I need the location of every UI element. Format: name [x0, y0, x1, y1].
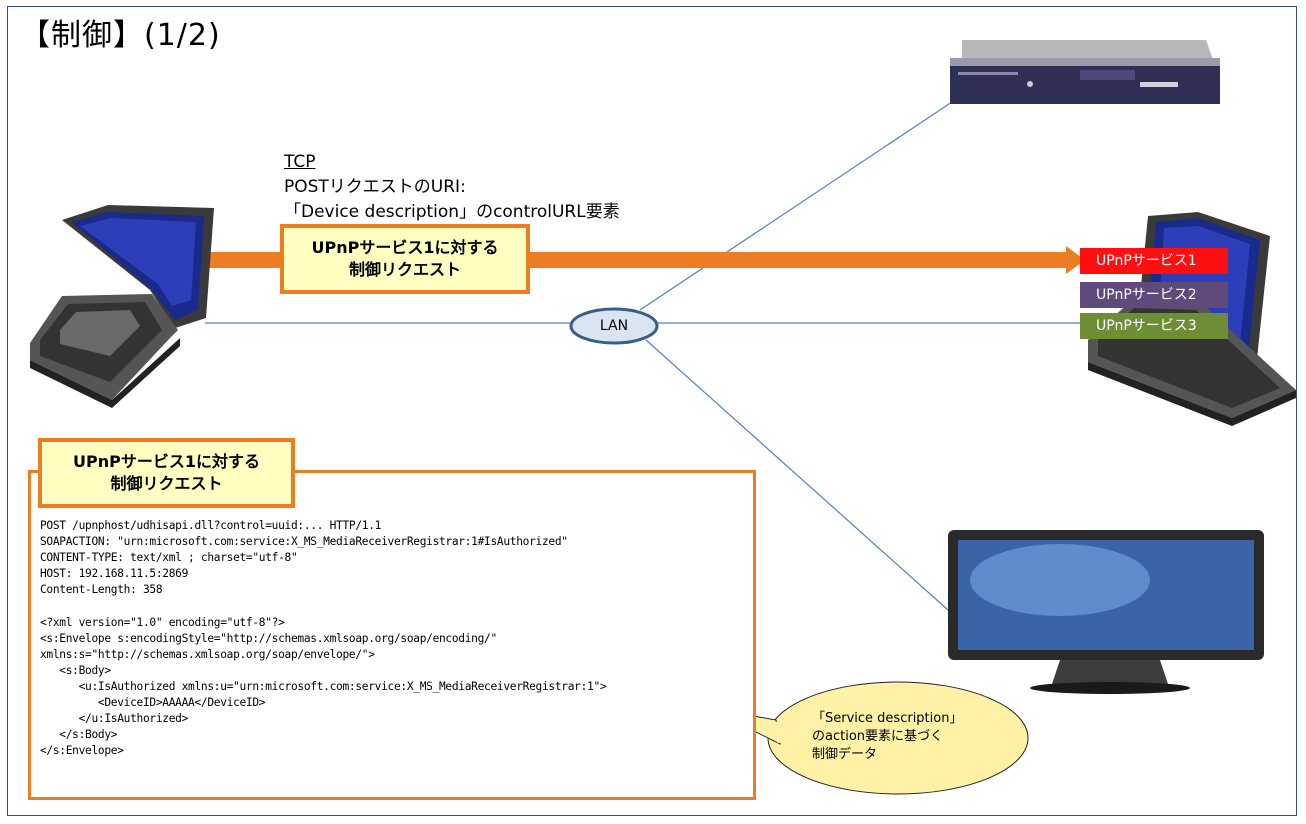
request-box-top-line1: UPnPサービス1に対する — [311, 238, 499, 257]
request-box-top-line2: 制御リクエスト — [348, 260, 461, 279]
tcp-protocol-label: TCP — [284, 152, 316, 172]
tcp-info: TCP POSTリクエストのURI: 「Device description」の… — [284, 150, 620, 225]
code-line: <DeviceID>AAAAA</DeviceID> — [40, 696, 266, 710]
network-links — [205, 79, 1080, 611]
tcp-controlurl-label: 「Device description」のcontrolURL要素 — [284, 202, 620, 222]
link-lan-recorder — [639, 79, 986, 311]
callout-line1: 「Service description」 — [812, 711, 963, 726]
tcp-uri-label: POSTリクエストのURI: — [284, 177, 466, 197]
code-line: POST /upnphost/udhisapi.dll?control=uuid… — [40, 519, 382, 532]
code-line: HOST: 192.168.11.5:2869 — [40, 567, 189, 581]
code-line: <s:Envelope s:encodingStyle="http://sche… — [40, 631, 497, 645]
soap-request-code: POST /upnphost/udhisapi.dll?control=uuid… — [40, 518, 607, 759]
television-icon — [948, 530, 1264, 694]
code-line: <s:Body> — [40, 663, 111, 677]
lan-ellipse — [569, 307, 659, 345]
recorder-device-icon — [950, 40, 1220, 104]
request-box-bottom-line1: UPnPサービス1に対する — [73, 452, 260, 471]
callout-line3: 制御データ — [812, 747, 878, 762]
callout-text: 「Service description」 のaction要素に基づく 制御デー… — [812, 710, 992, 764]
service-1-badge: UPnPサービス1 — [1080, 248, 1228, 274]
laptop-left-icon — [30, 205, 214, 408]
code-line: </s:Body> — [40, 728, 118, 742]
request-box-top: UPnPサービス1に対する 制御リクエスト — [280, 224, 530, 294]
code-line: <u:IsAuthorized xmlns:u="urn:microsoft.c… — [40, 679, 607, 693]
code-line: <?xml version="1.0" encoding="utf-8"?> — [40, 615, 285, 629]
page-title: 【制御】(1/2) — [20, 18, 221, 53]
code-line: Content-Length: 358 — [40, 583, 163, 597]
diagram-frame — [7, 6, 1297, 816]
code-line: xmlns:s="http://schemas.xmlsoap.org/soap… — [40, 647, 375, 661]
code-line: </s:Envelope> — [40, 744, 124, 758]
code-line: </u:IsAuthorized> — [40, 712, 189, 726]
code-line: CONTENT-TYPE: text/xml ; charset="utf-8" — [40, 551, 298, 565]
service-2-badge: UPnPサービス2 — [1080, 282, 1228, 308]
link-lan-tv — [645, 339, 949, 611]
lan-label: LAN — [599, 318, 629, 334]
callout-line2: のaction要素に基づく — [812, 729, 944, 744]
code-line: SOAPACTION: "urn:microsoft.com:service:X… — [40, 535, 568, 549]
request-box-bottom: UPnPサービス1に対する 制御リクエスト — [38, 438, 295, 508]
code-box — [28, 470, 756, 800]
request-box-bottom-line2: 制御リクエスト — [110, 474, 223, 493]
service-3-badge: UPnPサービス3 — [1080, 313, 1228, 339]
